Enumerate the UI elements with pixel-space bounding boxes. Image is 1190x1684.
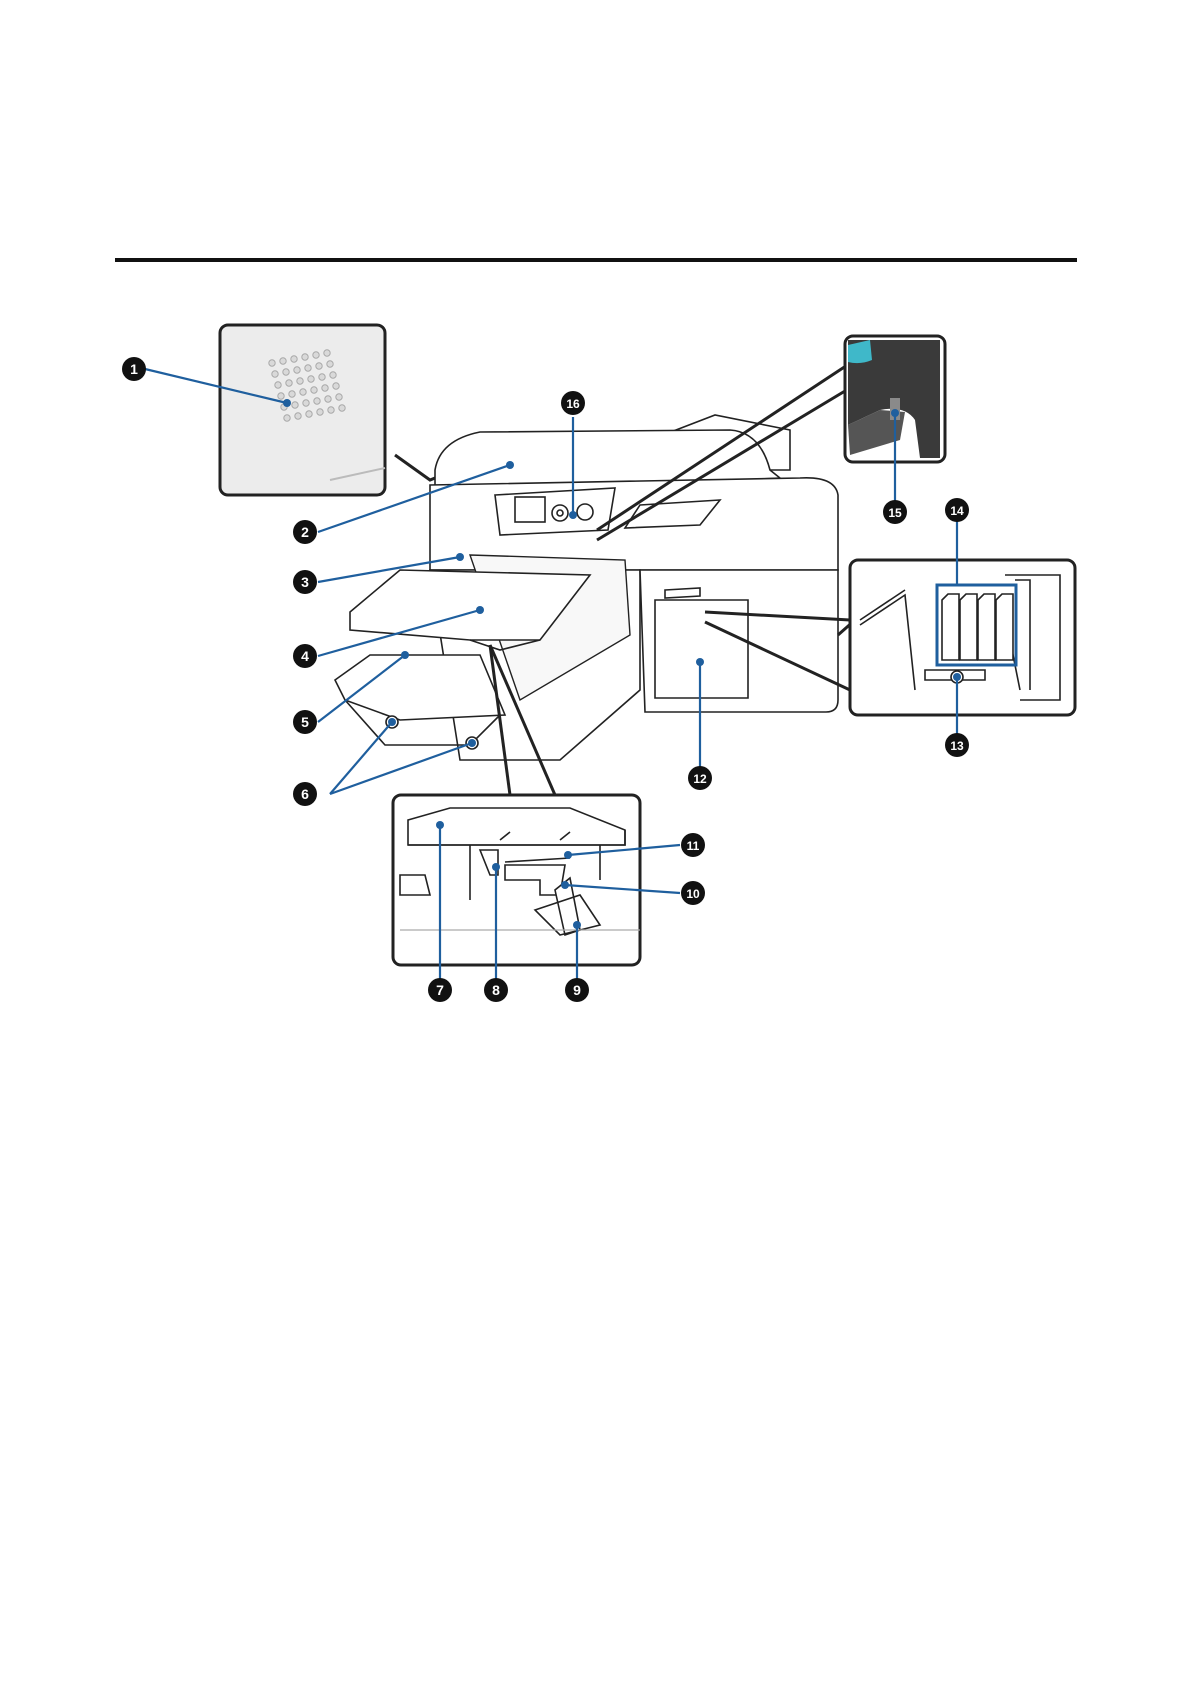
callout-label: 16 [566, 397, 580, 411]
callout-5: 5 [293, 710, 317, 734]
callout-14: 14 [945, 498, 969, 522]
vent-hole [284, 415, 290, 421]
vent-hole [297, 378, 303, 384]
callout-label: 14 [950, 504, 964, 518]
vent-hole [269, 360, 275, 366]
callout-9: 9 [565, 978, 589, 1002]
callout-7: 7 [428, 978, 452, 1002]
callout-label: 13 [950, 739, 964, 753]
vent-hole [328, 407, 334, 413]
panel-screen [515, 497, 545, 522]
vent-hole [291, 356, 297, 362]
callout-label: 11 [687, 839, 700, 853]
callout-label: 1 [130, 361, 138, 377]
vent-hole [311, 387, 317, 393]
ink-cartridges [942, 594, 1013, 660]
callout-label: 4 [301, 648, 309, 664]
vent-hole [317, 409, 323, 415]
vent-hole [314, 398, 320, 404]
callout-15: 15 [883, 500, 907, 524]
vent-hole [303, 400, 309, 406]
callout-3: 3 [293, 570, 317, 594]
callout-10: 10 [681, 881, 705, 905]
callout-label: 6 [301, 786, 309, 802]
vent-hole [325, 396, 331, 402]
vent-hole [295, 413, 301, 419]
ink-cartridge [942, 594, 959, 660]
callout-11: 11 [681, 833, 705, 857]
callout-4: 4 [293, 644, 317, 668]
vent-hole [324, 350, 330, 356]
panel-button-icon [577, 504, 593, 520]
callout-2: 2 [293, 520, 317, 544]
vent-hole [336, 394, 342, 400]
callout-8: 8 [484, 978, 508, 1002]
callout-label: 15 [888, 506, 902, 520]
callout-label: 9 [573, 982, 581, 998]
vent-hole [313, 352, 319, 358]
callout-label: 12 [693, 772, 707, 786]
callout-label: 3 [301, 574, 309, 590]
vent-hole [316, 363, 322, 369]
callout-6: 6 [293, 782, 317, 806]
vent-hole [280, 358, 286, 364]
vent-hole [339, 405, 345, 411]
vent-hole [319, 374, 325, 380]
ink-cartridge [978, 594, 995, 660]
vent-hole [278, 393, 284, 399]
vent-hole [283, 369, 289, 375]
callout-label: 2 [301, 524, 309, 540]
vent-hole [327, 361, 333, 367]
vent-inset [220, 325, 455, 495]
vent-hole [302, 354, 308, 360]
callout-label: 7 [436, 982, 444, 998]
vent-hole [272, 371, 278, 377]
callout-label: 8 [492, 982, 500, 998]
vent-hole [275, 382, 281, 388]
vent-hole [286, 380, 292, 386]
cartridge-cover-handle [665, 588, 700, 598]
vent-hole [322, 385, 328, 391]
vent-hole [308, 376, 314, 382]
callout-label: 10 [686, 887, 700, 901]
callout-label: 5 [301, 714, 309, 730]
callout-1: 1 [122, 357, 146, 381]
vent-hole [305, 365, 311, 371]
vent-hole [330, 372, 336, 378]
platen-frame [335, 655, 505, 720]
vent-hole [333, 383, 339, 389]
callout-12: 12 [688, 766, 712, 790]
callout-13: 13 [945, 733, 969, 757]
vent-hole [292, 402, 298, 408]
vent-hole [289, 391, 295, 397]
callout-16: 16 [561, 391, 585, 415]
vent-inset-frame [220, 325, 385, 495]
ink-cartridge [996, 594, 1013, 660]
vent-hole [300, 389, 306, 395]
ink-cartridge [960, 594, 977, 660]
vent-hole [294, 367, 300, 373]
vent-hole [306, 411, 312, 417]
